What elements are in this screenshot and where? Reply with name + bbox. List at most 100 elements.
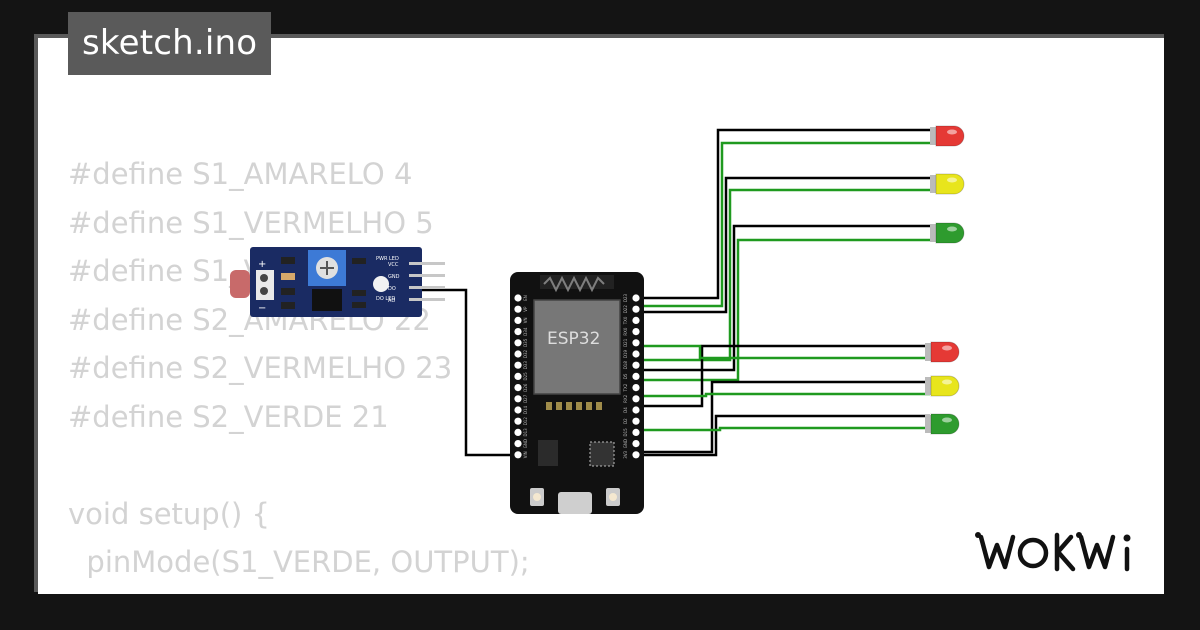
do-led-label: DO LED — [376, 296, 395, 302]
esp32-pin[interactable] — [514, 361, 522, 369]
wire-led3-sig[interactable] — [636, 238, 935, 382]
left-pin-label: GND — [523, 439, 528, 448]
esp32-pin[interactable] — [514, 417, 522, 425]
led-s1-yellow[interactable] — [930, 173, 965, 195]
right-pin-label: RX0 — [623, 327, 628, 336]
esp32-pin[interactable] — [632, 305, 640, 313]
esp32-pin[interactable] — [514, 395, 522, 403]
right-pin-label: RX2 — [623, 394, 628, 403]
esp32-module — [533, 299, 621, 395]
led-s2-red[interactable] — [925, 341, 960, 363]
code-editor[interactable]: #define S1_AMARELO 4 #define S1_VERMELHO … — [68, 150, 572, 594]
wire-led4-sig[interactable] — [636, 344, 930, 360]
right-pin-label: D5 — [623, 373, 628, 379]
left-pin-label: D13 — [523, 428, 528, 437]
esp32-pin[interactable] — [632, 440, 640, 448]
right-pin-label: D2 — [623, 418, 628, 424]
esp32-board[interactable]: ESP32 ENVPVND34D35D32D33D25D26D27D14D12D… — [510, 272, 644, 514]
esp32-pin[interactable] — [514, 406, 522, 414]
esp32-pin[interactable] — [632, 406, 640, 414]
file-tab[interactable]: sketch.ino — [68, 12, 272, 75]
right-pin-label: TX2 — [623, 383, 628, 392]
esp32-pin[interactable] — [514, 328, 522, 336]
esp32-pin[interactable] — [632, 350, 640, 358]
right-pin-label: GND — [623, 439, 628, 448]
esp32-pin[interactable] — [632, 316, 640, 324]
esp32-pin[interactable] — [514, 305, 522, 313]
pwr-led-label: PWR LED — [376, 256, 399, 262]
wire-led6-gnd[interactable] — [636, 414, 930, 457]
led-s1-green[interactable] — [930, 222, 965, 244]
wire-led2-gnd[interactable] — [636, 176, 935, 314]
esp32-pin[interactable] — [514, 372, 522, 380]
esp32-label: ESP32 — [547, 329, 600, 349]
right-pin-label: D19 — [623, 349, 628, 358]
esp32-pin[interactable] — [514, 339, 522, 347]
esp32-pin[interactable] — [632, 395, 640, 403]
wire-led4-gnd[interactable] — [636, 344, 930, 408]
esp32-pin[interactable] — [514, 294, 522, 302]
left-pin-label: VIN — [523, 451, 528, 458]
esp32-pin[interactable] — [632, 372, 640, 380]
esp32-pin[interactable] — [632, 417, 640, 425]
led-s1-red[interactable] — [930, 125, 965, 147]
esp32-pin[interactable] — [632, 451, 640, 459]
esp32-pin[interactable] — [514, 440, 522, 448]
wire-led1-sig[interactable] — [636, 141, 935, 308]
wire-led1-gnd[interactable] — [636, 128, 935, 300]
left-pin-label: D26 — [523, 383, 528, 392]
right-pin-label: TX0 — [623, 316, 628, 325]
wire-led3-gnd[interactable] — [636, 224, 935, 372]
wire-led5-gnd[interactable] — [636, 380, 930, 454]
left-pin-label: D25 — [523, 372, 528, 381]
leds — [925, 125, 965, 435]
wire-sensor-ao[interactable] — [420, 288, 520, 457]
led-s2-yellow[interactable] — [925, 375, 960, 397]
esp32-pin[interactable] — [632, 384, 640, 392]
minus-label: − — [258, 303, 266, 314]
esp32-pin[interactable] — [632, 339, 640, 347]
usb-port — [558, 492, 592, 514]
right-pin-label: D15 — [623, 428, 628, 437]
code-line: #define S2_VERMELHO 23 — [68, 351, 453, 385]
sensor-pin-label: AO — [388, 298, 395, 304]
right-pin-label: 3V3 — [623, 450, 628, 458]
left-pin-label: D14 — [523, 405, 528, 414]
wire-led5-sig[interactable] — [636, 392, 930, 398]
left-pin-label: D35 — [523, 338, 528, 347]
right-pin-label: D21 — [623, 338, 628, 347]
code-line: #define S1_VERMELHO 5 — [68, 205, 434, 240]
left-pin-label: D34 — [523, 327, 528, 336]
left-pin-label: EN — [523, 295, 528, 301]
esp32-pin[interactable] — [632, 328, 640, 336]
code-line: #define S1_AMARELO 4 — [68, 157, 413, 191]
sensor-pin-label: VCC — [388, 262, 399, 268]
right-pin-label: D18 — [623, 361, 628, 370]
esp32-pin[interactable] — [514, 316, 522, 324]
esp32-pin[interactable] — [514, 451, 522, 459]
esp32-pin[interactable] — [632, 428, 640, 436]
code-line: pinMode(S1_VERDE, OUTPUT); — [68, 545, 530, 579]
code-line: #define S2_VERDE 21 — [68, 399, 389, 434]
esp32-pin[interactable] — [514, 384, 522, 392]
esp32-pin[interactable] — [632, 294, 640, 302]
right-pin-label: D23 — [623, 293, 628, 302]
left-pin-label: VN — [523, 318, 528, 324]
esp32-pin[interactable] — [514, 350, 522, 358]
left-pin-label: D32 — [523, 349, 528, 358]
left-pin-label: VP — [523, 306, 528, 312]
left-pin-label: D27 — [523, 394, 528, 403]
wire-led6-sig[interactable] — [636, 426, 930, 432]
left-pin-label: D12 — [523, 417, 528, 426]
right-pin-label: D4 — [623, 407, 628, 413]
plus-label: + — [258, 259, 266, 270]
left-pin-label: D33 — [523, 361, 528, 370]
esp32-pin[interactable] — [514, 428, 522, 436]
photoresistor — [230, 270, 250, 298]
right-pin-label: D22 — [623, 305, 628, 314]
esp32-pin[interactable] — [632, 361, 640, 369]
wire-led2-sig[interactable] — [636, 188, 935, 362]
led-s2-green[interactable] — [925, 413, 960, 435]
